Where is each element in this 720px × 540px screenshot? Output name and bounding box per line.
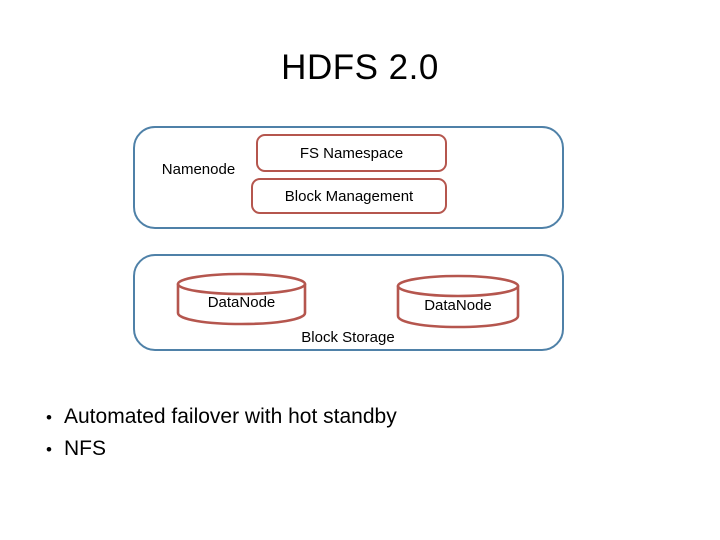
bullet-text: Automated failover with hot standby <box>64 405 397 428</box>
cylinder-icon <box>176 272 307 326</box>
bullet-list: • Automated failover with hot standby • … <box>34 401 634 465</box>
list-item: • Automated failover with hot standby <box>34 401 634 433</box>
block-management-label: Block Management <box>284 187 414 205</box>
block-management-box: Block Management <box>251 178 447 214</box>
datanode-cylinder: DataNode <box>176 272 307 326</box>
fs-namespace-box: FS Namespace <box>256 134 447 172</box>
fs-namespace-label: FS Namespace <box>299 144 404 162</box>
cylinder-icon <box>396 274 520 329</box>
bullet-marker-icon: • <box>46 408 52 427</box>
namenode-label: Namenode <box>161 161 236 178</box>
page-title: HDFS 2.0 <box>281 48 439 87</box>
datanode-label: DataNode <box>424 297 492 314</box>
block-storage-label: Block Storage <box>301 329 395 346</box>
datanode-label: DataNode <box>207 294 276 311</box>
bullet-marker-icon: • <box>46 440 52 459</box>
list-item: • NFS <box>34 433 634 465</box>
datanode-cylinder: DataNode <box>396 274 520 329</box>
bullet-text: NFS <box>64 437 106 460</box>
